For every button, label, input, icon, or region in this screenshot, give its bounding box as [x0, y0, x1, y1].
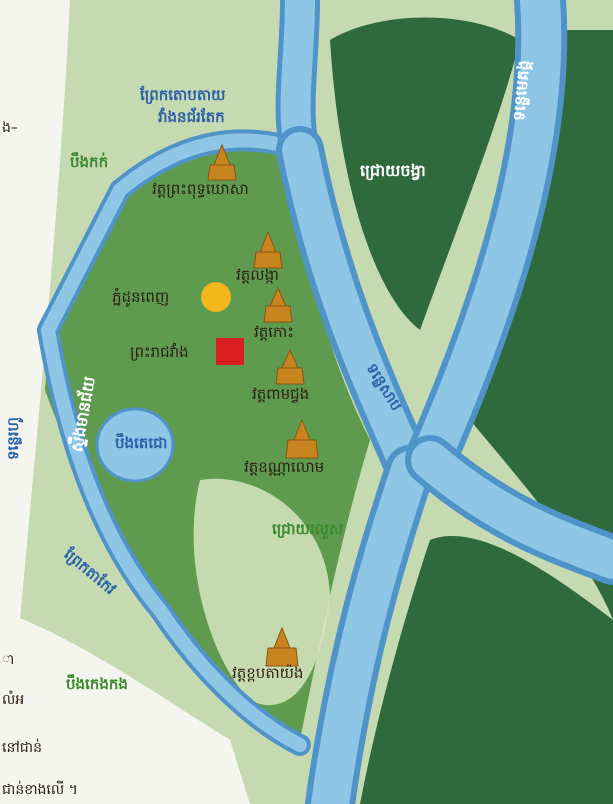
mountain-marker-icon — [201, 282, 231, 312]
south-east-forest — [360, 536, 613, 804]
boeung-keng-kang-label: បឹងកេងកង — [66, 675, 128, 693]
wat-botum-label: វត្តពាមជ្វង — [252, 385, 310, 403]
river-system — [37, 0, 613, 804]
lake-label: បឹងតេជោ — [115, 434, 168, 452]
edge-text: ា — [2, 652, 15, 668]
chroy-changvar-forest — [330, 17, 520, 330]
wat-label: វត្តព្រះពុទ្ធឃោសា — [152, 180, 249, 198]
pagoda-icon — [207, 143, 237, 181]
wat-ounalom-label: វត្តឧណ្ណាលោម — [244, 458, 325, 476]
left-river-label: ទន្លេរហូ — [4, 417, 22, 460]
boeung-lake — [95, 407, 175, 483]
bottom-left-margin — [0, 610, 250, 804]
pagoda-icon — [285, 418, 319, 459]
edge-text: លំអ — [2, 692, 25, 708]
east-forest — [470, 30, 613, 620]
palace-label: ព្រះរាជវាំង — [130, 343, 189, 361]
wat-champa-label: វត្តខ្ពបតាយ៉ង — [232, 664, 304, 682]
edge-text: ង– — [2, 120, 18, 136]
left-margin — [0, 0, 70, 804]
palace-marker-icon — [216, 338, 244, 365]
chroy-thma-label: ជ្រោយរលួស — [272, 520, 344, 538]
river-label-top2: វាំងនជ័រតែក — [158, 108, 225, 126]
edge-text: ជាន់ខាងលើ ។ — [2, 782, 78, 798]
wat-langka-label: វត្តលង្កា — [236, 266, 279, 284]
chroy-changvar-label: ជ្រោយចង្វា — [360, 161, 426, 180]
wat-koh-label: វត្តកោះ — [254, 323, 294, 341]
pagoda-icon — [265, 626, 299, 667]
edge-text: នៅជាន់ — [2, 740, 42, 756]
phnom-label: ភ្នំដូនពេញ — [112, 288, 170, 306]
pagoda-icon — [275, 348, 305, 385]
river-label-top: ព្រែកតោបតាយ — [140, 86, 226, 104]
pagoda-icon — [253, 230, 283, 269]
pagoda-icon — [263, 286, 293, 323]
boeung-kak-label: បឹងកក់ — [70, 153, 109, 171]
pagoda-icons — [207, 143, 319, 667]
